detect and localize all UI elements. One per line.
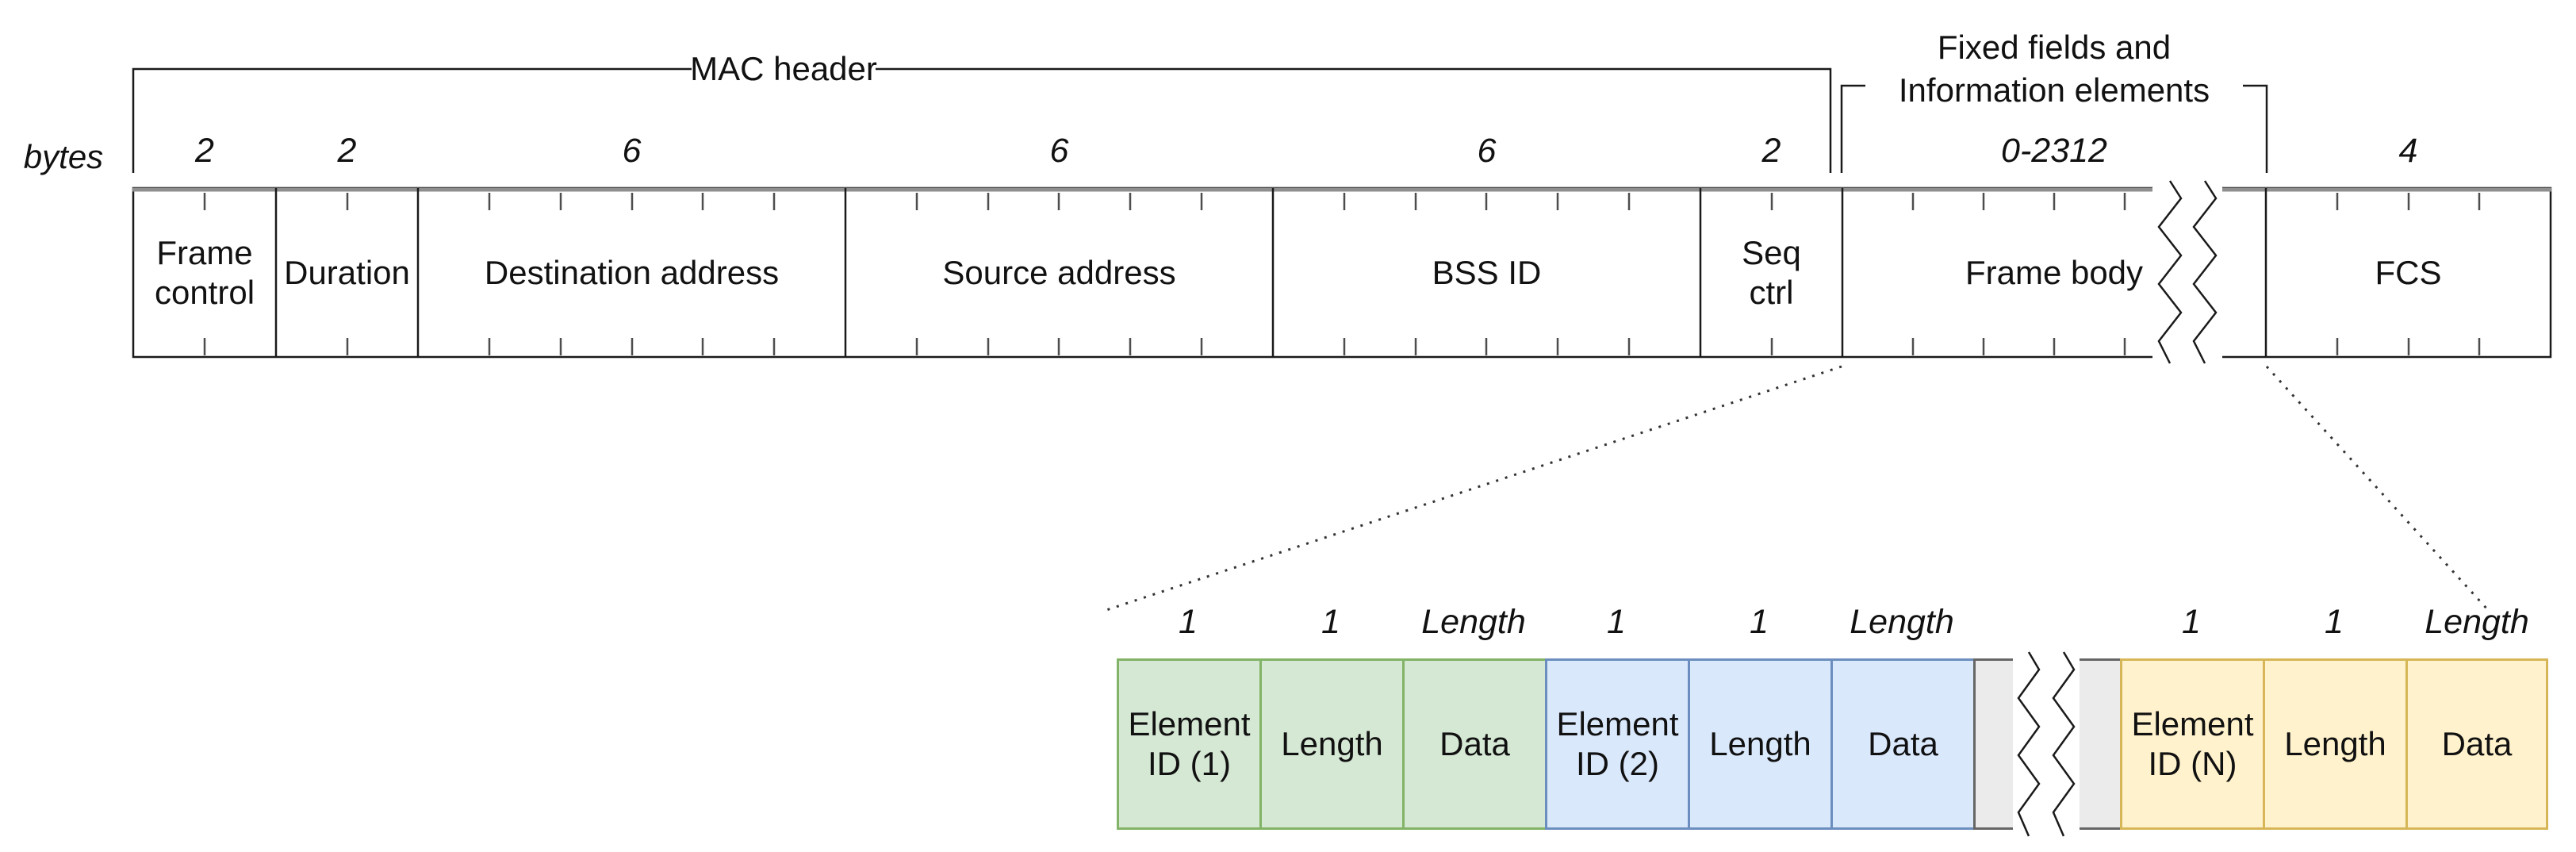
cell-data-1: Data [1402, 658, 1547, 830]
size-data-2: Length [1850, 603, 1954, 641]
field-label: Frame control [154, 233, 255, 311]
cell-length-1: Length [1259, 658, 1405, 830]
cell-length-n: Length [2263, 658, 2408, 830]
size-element-id-1: 1 [1179, 603, 1198, 641]
size-seq-ctrl: 2 [1761, 132, 1781, 170]
mac-header-label: MAC header [690, 50, 877, 87]
fixed-fields-label: Fixed fields and Information elements [1816, 26, 2292, 112]
size-element-id-2: 1 [1607, 603, 1626, 641]
field-destination-address: Destination address [418, 188, 845, 357]
cell-element-id-2: Element ID (2) [1545, 658, 1690, 830]
size-length-1: 1 [1321, 603, 1340, 641]
size-frame-body: 0-2312 [2001, 132, 2107, 170]
fixed-fields-label-line1: Fixed fields and [1937, 29, 2172, 66]
field-seq-ctrl: Seq ctrl [1700, 188, 1842, 357]
field-bss-id: BSS ID [1273, 188, 1700, 357]
cell-label: Data [1439, 725, 1510, 762]
leader-dashed-left [1103, 365, 1842, 612]
field-fcs: FCS [2266, 188, 2551, 357]
field-label: FCS [2375, 253, 2442, 291]
cell-length-2: Length [1688, 658, 1833, 830]
field-label: Source address [942, 253, 1176, 291]
cell-label: Length [1709, 725, 1811, 762]
field-label: BSS ID [1432, 253, 1542, 291]
size-length-2: 1 [1750, 603, 1769, 641]
size-duration: 2 [337, 132, 357, 170]
field-source-address: Source address [845, 188, 1273, 357]
cell-label: Element ID (1) [1128, 705, 1251, 782]
cell-element-id-n: Element ID (N) [2120, 658, 2265, 830]
size-destination-address: 6 [622, 132, 642, 170]
cell-label: Element ID (2) [1556, 705, 1679, 782]
leader-dashed-right [2265, 365, 2490, 612]
cell-data-2: Data [1830, 658, 1976, 830]
cell-label: Data [2441, 725, 2513, 762]
size-bss-id: 6 [1477, 132, 1497, 170]
field-label: Duration [284, 253, 410, 291]
cell-ellipsis-break [1973, 658, 2122, 830]
size-source-address: 6 [1049, 132, 1069, 170]
field-label: Frame body [1965, 253, 2144, 291]
field-frame-control: Frame control [133, 188, 276, 357]
fixed-fields-label-line2: Information elements [1898, 71, 2210, 109]
size-fcs: 4 [2398, 132, 2418, 170]
field-frame-body: Frame body [1842, 188, 2266, 357]
cell-label: Length [2284, 725, 2386, 762]
field-label: Destination address [484, 253, 780, 291]
size-frame-control: 2 [195, 132, 214, 170]
cell-label: Data [1868, 725, 1938, 762]
size-element-id-n: 1 [2182, 603, 2201, 641]
size-length-n: 1 [2325, 603, 2344, 641]
cell-label: Element ID (N) [2131, 705, 2254, 782]
bytes-axis-label: bytes [23, 138, 104, 175]
size-data-n: Length [2425, 603, 2529, 641]
cell-data-n: Data [2405, 658, 2548, 830]
field-label: Seq ctrl [1742, 233, 1801, 311]
size-data-1: Length [1421, 603, 1526, 641]
field-duration: Duration [276, 188, 418, 357]
cell-element-id-1: Element ID (1) [1117, 658, 1262, 830]
cell-label: Length [1281, 725, 1383, 762]
